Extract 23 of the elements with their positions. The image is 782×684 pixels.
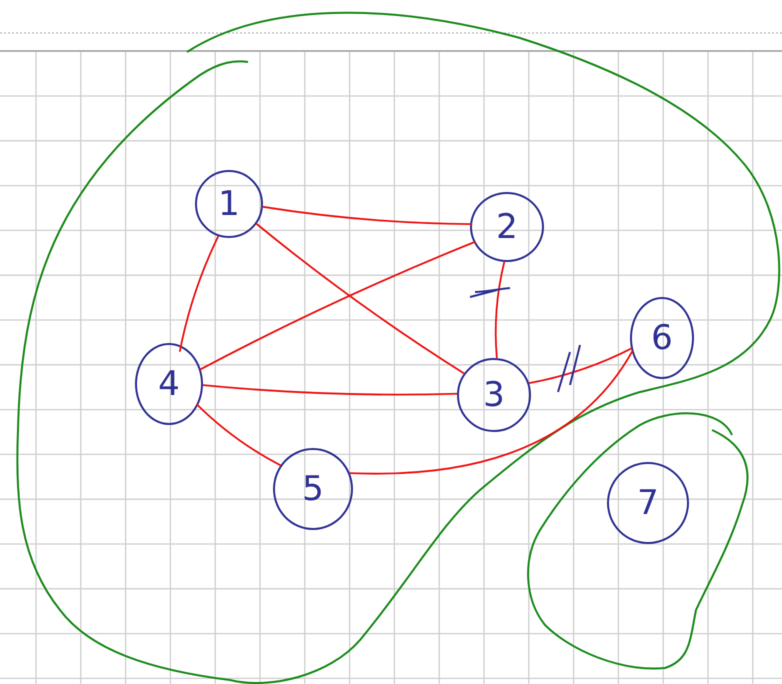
edge-line — [350, 350, 634, 475]
vertex-label: 6 — [651, 321, 673, 355]
vertex-circle — [470, 192, 544, 262]
vertex-label: 1 — [218, 187, 240, 221]
vertex-label: 5 — [302, 472, 324, 506]
vertex-circle — [135, 343, 203, 425]
edge-line — [202, 384, 458, 396]
edge-line — [199, 240, 476, 370]
edge-line — [178, 236, 220, 352]
vertex-label: 4 — [158, 367, 180, 401]
vertex-circle — [457, 358, 531, 432]
edge-line — [196, 403, 282, 466]
edge-line — [528, 347, 632, 384]
vertex-label: 3 — [483, 378, 505, 412]
edge-line — [494, 262, 506, 358]
vertex-label: 2 — [496, 210, 518, 244]
edge-line — [256, 223, 464, 374]
edge-line — [262, 206, 472, 226]
vertex-circle — [273, 448, 353, 530]
vertex-circle — [195, 170, 263, 238]
vertex-label: 7 — [637, 486, 659, 520]
vertex-circle — [607, 462, 689, 544]
vertex-circle — [630, 297, 694, 379]
